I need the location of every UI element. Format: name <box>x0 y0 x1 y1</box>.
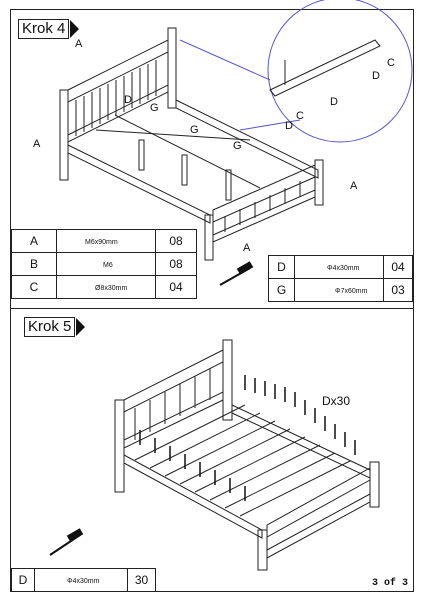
page-frame <box>10 9 414 592</box>
callout-c-2: C <box>296 110 304 122</box>
part-spec-cell: Φ4x30mm <box>34 568 128 592</box>
table-row: B M6 08 <box>11 252 197 276</box>
table-row: A M6x90mm 08 <box>11 229 197 253</box>
part-spec-cell: M6x90mm <box>56 229 156 253</box>
part-spec: M6x90mm <box>85 239 118 246</box>
part-letter: D <box>268 255 295 279</box>
part-spec: Φ4x30mm <box>67 578 100 585</box>
page-number: 3 of 3 <box>371 578 408 589</box>
step-4-heading: Krok 4 <box>18 19 80 39</box>
callout-c: C <box>387 57 395 69</box>
part-spec: M6 <box>103 262 113 269</box>
part-letter: A <box>11 229 57 253</box>
callout-d: D <box>124 94 132 106</box>
step-5-heading: Krok 5 <box>24 317 86 337</box>
zoom-detail-circle <box>267 0 413 143</box>
parts-table-step5: D Φ4x30mm 30 <box>11 568 156 592</box>
part-qty: 08 <box>155 252 197 276</box>
headboard-step4 <box>59 27 177 181</box>
step-4-title: Krok 4 <box>18 19 70 39</box>
part-qty: 04 <box>155 275 197 299</box>
callout-a-4: A <box>243 242 251 254</box>
arrow-right-icon <box>70 20 80 38</box>
part-spec: Ø8x30mm <box>95 285 128 292</box>
callout-a: A <box>75 38 83 50</box>
table-row: D Φ4x30mm 04 <box>268 255 413 279</box>
side-rail-front <box>67 144 211 224</box>
callout-g-3: G <box>233 140 242 152</box>
step-5-title: Krok 5 <box>24 317 76 337</box>
parts-table-step4-right: D Φ4x30mm 04 G Φ7x60mm 03 <box>268 255 413 302</box>
screw-count-label: Dx30 <box>322 394 351 408</box>
part-spec-cell: Ø8x30mm <box>56 275 156 299</box>
part-letter: D <box>11 568 35 592</box>
table-row: G Φ7x60mm 03 <box>268 278 413 302</box>
part-letter: B <box>11 252 57 276</box>
callout-a-2: A <box>33 138 41 150</box>
section-divider <box>10 308 414 309</box>
parts-table-step4: A M6x90mm 08 B M6 08 C Ø8x30mm 04 <box>11 229 197 299</box>
bed-step5 <box>114 339 380 571</box>
screwdriver-icon <box>219 261 254 286</box>
callout-d-3: D <box>330 96 338 108</box>
callout-g-2: G <box>190 124 199 136</box>
part-spec-cell: M6 <box>56 252 156 276</box>
callout-d-2: D <box>372 70 380 82</box>
callout-g: G <box>150 102 159 114</box>
callout-a-3: A <box>350 180 358 192</box>
side-rail-back <box>175 99 319 179</box>
footboard-step4 <box>204 159 324 261</box>
part-qty: 30 <box>127 568 156 592</box>
screwdriver-icon-step5 <box>49 528 84 556</box>
part-qty: 04 <box>383 255 413 279</box>
callout-d-4: D <box>285 120 293 132</box>
part-spec: Φ7x60mm <box>335 288 368 295</box>
part-spec-cell: Φ7x60mm <box>294 278 384 302</box>
part-letter: G <box>268 278 295 302</box>
part-spec: Φ4x30mm <box>327 265 360 272</box>
part-qty: 03 <box>383 278 413 302</box>
part-spec-cell: Φ4x30mm <box>294 255 384 279</box>
arrow-right-icon <box>76 318 86 336</box>
part-qty: 08 <box>155 229 197 253</box>
table-row: D Φ4x30mm 30 <box>11 568 156 592</box>
part-letter: C <box>11 275 57 299</box>
table-row: C Ø8x30mm 04 <box>11 275 197 299</box>
